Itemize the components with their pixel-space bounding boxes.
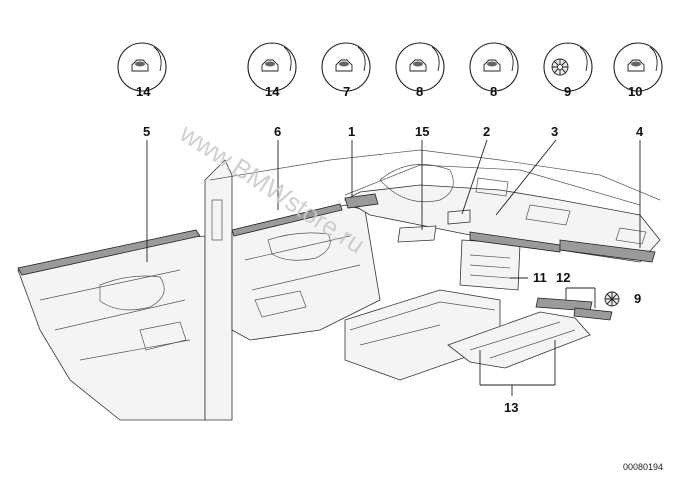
callout-label: 9: [564, 84, 571, 99]
clip-icon: [409, 46, 440, 72]
trim-strip-1: [344, 193, 379, 209]
callout-label: 8: [416, 84, 423, 99]
part-label-5: 5: [143, 124, 150, 139]
part-label-11: 11: [533, 270, 547, 285]
trim-2: [447, 209, 471, 225]
trim-strip-4: [559, 239, 656, 263]
callout-14-left[interactable]: 14: [117, 42, 167, 99]
clip-icon: [627, 46, 658, 72]
part-label-6: 6: [274, 124, 281, 139]
leader-lines: [146, 139, 641, 396]
callout-label: 14: [265, 84, 280, 99]
callout-7[interactable]: 7: [321, 42, 371, 99]
trim-strip-6: [231, 203, 343, 237]
clip-icon: [131, 46, 162, 72]
callout-9[interactable]: 9: [543, 42, 593, 99]
callout-label: 14: [136, 84, 151, 99]
reference-code: 00080194: [623, 462, 663, 472]
callout-10[interactable]: 10: [613, 42, 663, 99]
trim-strip-5: [17, 229, 201, 276]
clip-icon: [261, 46, 292, 72]
part-label-4: 4: [636, 124, 644, 139]
callout-8-right[interactable]: 8: [469, 42, 519, 99]
trim-15: [397, 225, 437, 243]
callout-label: 8: [490, 84, 497, 99]
part-label-9: 9: [634, 291, 641, 306]
clip-icon: [335, 46, 366, 72]
callout-label: 10: [628, 84, 642, 99]
interior-drawing: [17, 149, 661, 421]
star-nut-icon: [551, 46, 588, 76]
callout-14-right[interactable]: 14: [247, 42, 297, 99]
part-label-15: 15: [415, 124, 429, 139]
star-nut-icon: [604, 291, 620, 307]
callout-label: 7: [343, 84, 350, 99]
callout-8-left[interactable]: 8: [395, 42, 445, 99]
part-label-1: 1: [348, 124, 355, 139]
trim-strip-3: [469, 231, 561, 253]
part-label-12: 12: [556, 270, 570, 285]
part-label-13: 13: [504, 400, 518, 415]
clip-icon: [483, 46, 514, 72]
part-label-2: 2: [483, 124, 490, 139]
part-labels: 5 6 1 15 2 3 4 11 12 9 13: [143, 124, 644, 415]
part-label-3: 3: [551, 124, 558, 139]
